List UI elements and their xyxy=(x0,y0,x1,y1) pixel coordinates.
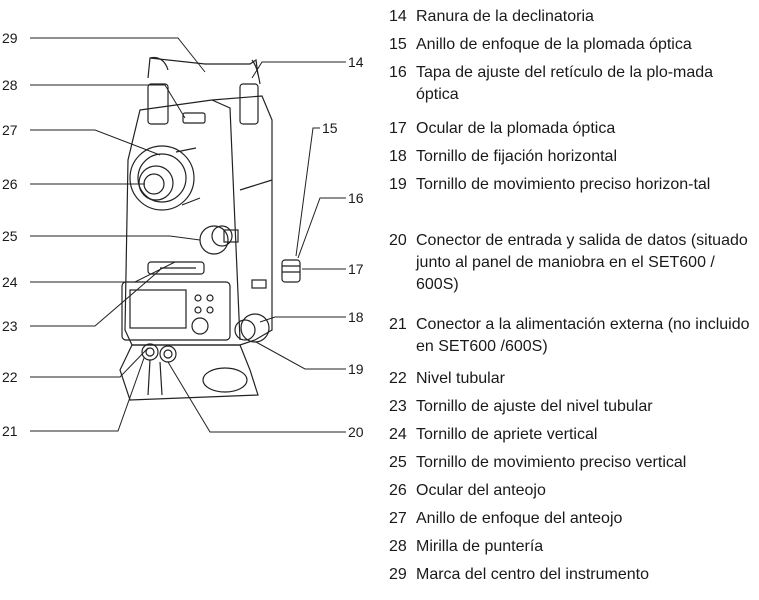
item-text: Anillo de enfoque del anteojo xyxy=(416,510,623,527)
list-item: 14 Ranura de la declinatoria xyxy=(389,6,754,28)
item-number: 17 xyxy=(389,120,407,137)
item-number: 26 xyxy=(389,482,407,499)
item-text: Tornillo de movimiento preciso horizon-t… xyxy=(416,176,711,193)
list-item: 16 Tapa de ajuste del retículo de la plo-… xyxy=(389,62,754,106)
item-number: 16 xyxy=(389,64,407,81)
callout-18: 18 xyxy=(348,309,364,325)
list-item: 25 Tornillo de movimiento preciso vertica… xyxy=(389,452,754,474)
item-number: 20 xyxy=(389,232,407,249)
item-text: Conector de entrada y salida de datos (s… xyxy=(416,232,748,293)
callout-27: 27 xyxy=(2,122,18,138)
list-item: 17 Ocular de la plomada óptica xyxy=(389,118,754,140)
list-item: 21 Conector a la alimentación externa (no… xyxy=(389,314,754,358)
item-text: Tapa de ajuste del retículo de la plo-ma… xyxy=(416,64,714,103)
callout-26: 26 xyxy=(2,176,18,192)
item-text: Ranura de la declinatoria xyxy=(416,8,594,25)
item-text: Ocular de la plomada óptica xyxy=(416,120,616,137)
item-number: 15 xyxy=(389,36,407,53)
callout-28: 28 xyxy=(2,77,18,93)
list-item: 28 Mirilla de puntería xyxy=(389,536,754,558)
callout-15: 15 xyxy=(322,120,338,136)
list-item: 23 Tornillo de ajuste del nivel tubular xyxy=(389,396,754,418)
item-number: 27 xyxy=(389,510,407,527)
item-text: Conector a la alimentación externa (no i… xyxy=(416,316,750,355)
item-text: Anillo de enfoque de la plomada óptica xyxy=(416,36,692,53)
list-item: 22 Nivel tubular xyxy=(389,368,754,390)
list-item: 24 Tornillo de apriete vertical xyxy=(389,424,754,446)
callout-21: 21 xyxy=(2,423,18,439)
item-number: 18 xyxy=(389,148,407,165)
list-item: 27 Anillo de enfoque del anteojo xyxy=(389,508,754,530)
item-text: Tornillo de apriete vertical xyxy=(416,426,598,443)
item-text: Mirilla de puntería xyxy=(416,538,544,555)
list-item: 19 Tornillo de movimiento preciso horizon… xyxy=(389,174,754,196)
callout-19: 19 xyxy=(348,361,364,377)
item-text: Ocular del anteojo xyxy=(416,482,546,499)
callout-25: 25 xyxy=(2,228,18,244)
item-number: 14 xyxy=(389,8,407,25)
item-text: Tornillo de fijación horizontal xyxy=(416,148,617,165)
callout-14: 14 xyxy=(348,54,364,70)
item-number: 19 xyxy=(389,176,407,193)
item-number: 22 xyxy=(389,370,407,387)
item-number: 21 xyxy=(389,316,407,333)
item-number: 29 xyxy=(389,566,407,583)
callout-17: 17 xyxy=(348,261,364,277)
item-number: 25 xyxy=(389,454,407,471)
item-text: Nivel tubular xyxy=(416,370,505,387)
item-text: Tornillo de ajuste del nivel tubular xyxy=(416,398,653,415)
callout-23: 23 xyxy=(2,318,18,334)
item-text: Tornillo de movimiento preciso vertical xyxy=(416,454,687,471)
list-item: 20 Conector de entrada y salida de datos … xyxy=(389,230,754,296)
callout-22: 22 xyxy=(2,369,18,385)
callout-29: 29 xyxy=(2,30,18,46)
list-item: 26 Ocular del anteojo xyxy=(389,480,754,502)
callout-24: 24 xyxy=(2,274,18,290)
instrument-figure: 29 28 27 26 25 24 23 22 21 14 15 16 17 1… xyxy=(2,30,364,440)
callout-20: 20 xyxy=(348,424,364,440)
item-number: 28 xyxy=(389,538,407,555)
item-number: 23 xyxy=(389,398,407,415)
item-number: 24 xyxy=(389,426,407,443)
list-item: 29 Marca del centro del instrumento xyxy=(389,564,754,586)
list-item: 15 Anillo de enfoque de la plomada óptica xyxy=(389,34,754,56)
list-item: 18 Tornillo de fijación horizontal xyxy=(389,146,754,168)
callout-16: 16 xyxy=(348,190,364,206)
item-text: Marca del centro del instrumento xyxy=(416,566,649,583)
